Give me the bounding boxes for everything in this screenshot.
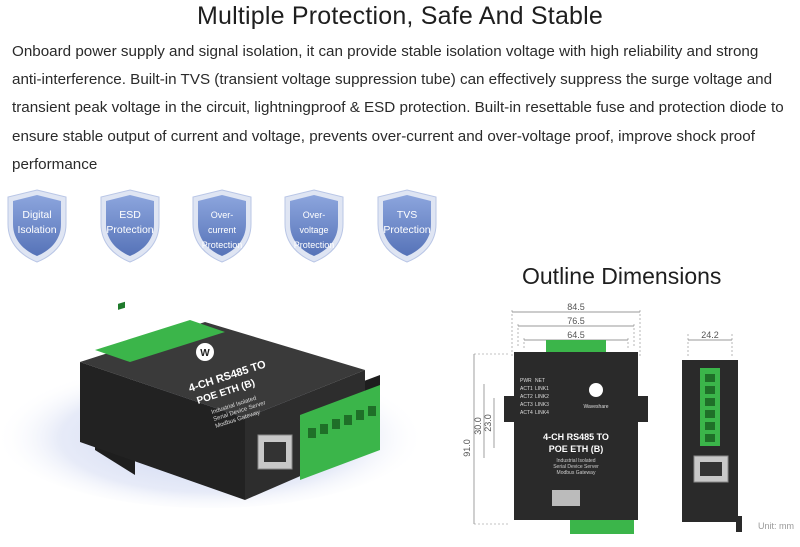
outline-dimensions-title: Outline Dimensions: [522, 263, 722, 289]
unit-label: Unit: mm: [758, 521, 794, 531]
case-front: [80, 362, 245, 500]
svg-text:ACT4: ACT4: [520, 410, 533, 416]
dim-width-64: 64.5: [567, 330, 585, 340]
side-mount: [736, 516, 742, 532]
svg-text:Industrial Isolated: Industrial Isolated: [556, 458, 595, 464]
svg-text:Modbus Gateway: Modbus Gateway: [557, 470, 596, 476]
svg-text:PWR: PWR: [520, 378, 532, 384]
dim-height-23: 23.0: [483, 414, 493, 432]
logo-icon: [589, 383, 603, 397]
waveshare-logo-icon: [196, 343, 214, 361]
svg-text:ACT1: ACT1: [520, 386, 533, 392]
product-photo: W 4-CH RS485 TO POE ETH (B) Industrial I…: [0, 301, 420, 508]
svg-text:W: W: [200, 348, 210, 359]
svg-text:LINK2: LINK2: [535, 394, 549, 400]
shield-icon: [284, 189, 344, 263]
svg-text:NET: NET: [535, 378, 545, 384]
shield-icon: [7, 189, 67, 263]
front-terminal-bottom: [570, 520, 634, 534]
dim-height-30: 30.0: [473, 417, 483, 435]
svg-text:LINK1: LINK1: [535, 386, 549, 392]
front-mount-right: [636, 396, 648, 422]
dim-side-width: 24.2: [701, 330, 719, 340]
front-mount-left: [504, 396, 516, 422]
shield-icon: [377, 189, 437, 263]
svg-text:POE ETH (B): POE ETH (B): [549, 444, 604, 454]
svg-text:ACT3: ACT3: [520, 402, 533, 408]
svg-text:LINK4: LINK4: [535, 410, 549, 416]
page-title: Multiple Protection, Safe And Stable: [196, 2, 604, 30]
terminal-block-top: [95, 320, 225, 362]
svg-text:LINK3: LINK3: [535, 402, 549, 408]
dimension-drawing: 84.5 76.5 64.5 91.0 30.0 23.0 PWR NET AC…: [462, 302, 742, 534]
description-text: Onboard power supply and signal isolatio…: [12, 43, 784, 173]
shield-icon: [100, 189, 160, 263]
svg-text:4-CH RS485 TO: 4-CH RS485 TO: [543, 432, 609, 442]
front-ethernet-icon: [552, 490, 580, 506]
dim-height-91: 91.0: [462, 439, 472, 457]
dim-width-76: 76.5: [567, 316, 585, 326]
dim-width-84: 84.5: [567, 302, 585, 312]
shield-icon: [192, 189, 252, 263]
svg-text:Waveshare: Waveshare: [583, 404, 608, 410]
svg-text:Serial Device Server: Serial Device Server: [553, 464, 599, 470]
front-terminal-top: [546, 340, 606, 352]
terminal-block-side: [300, 385, 380, 480]
svg-text:ACT2: ACT2: [520, 394, 533, 400]
